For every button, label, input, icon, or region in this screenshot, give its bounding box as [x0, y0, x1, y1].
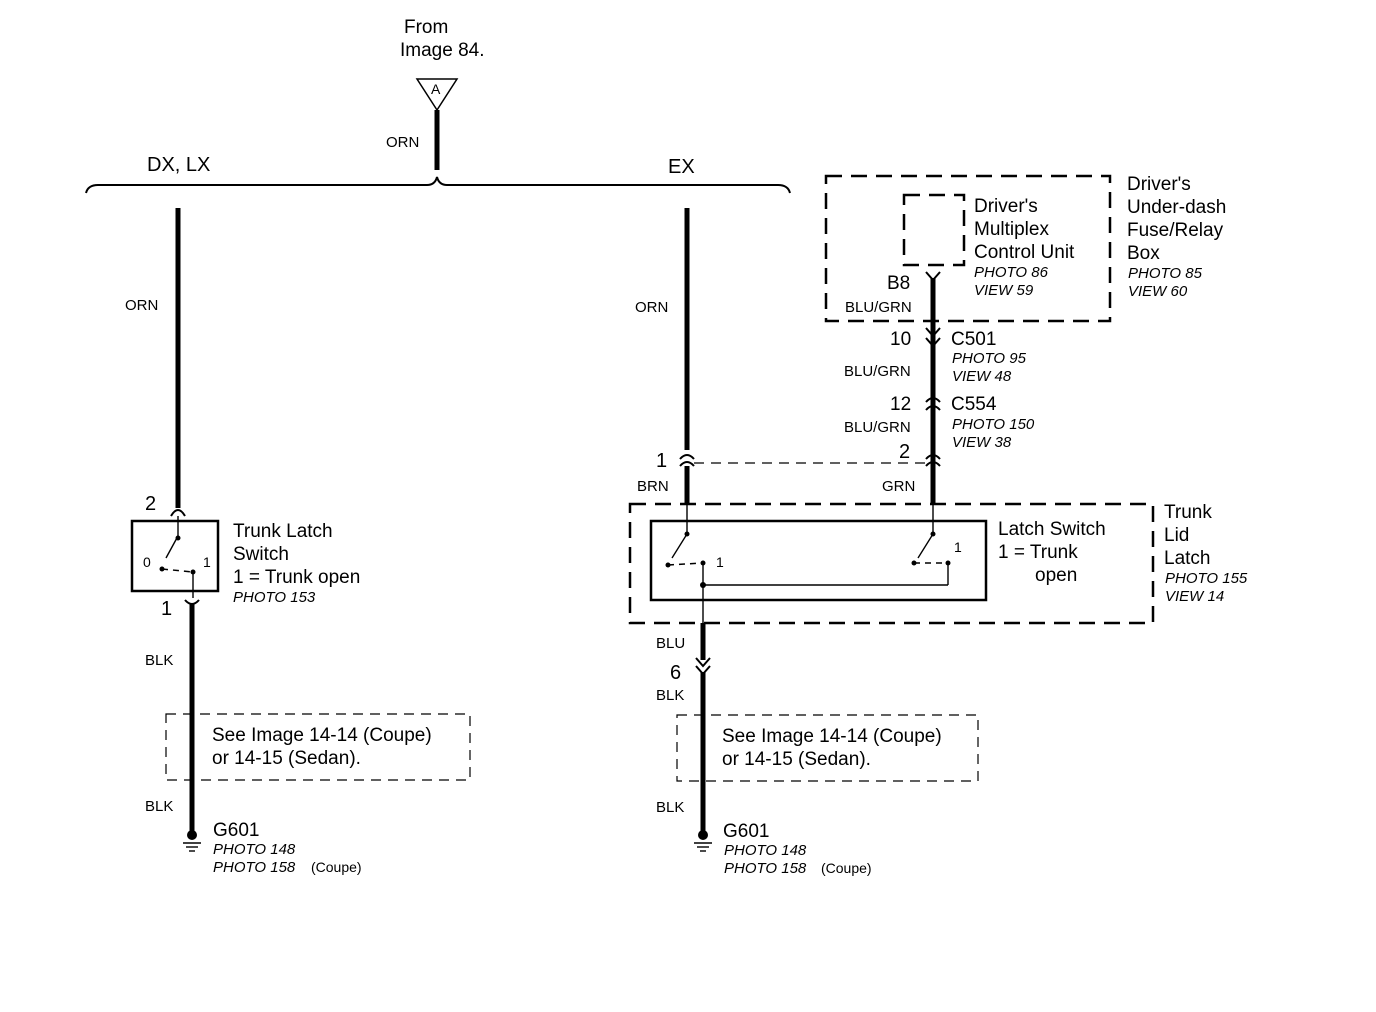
- fuse-box-photo: PHOTO 85: [1128, 265, 1203, 282]
- left-ground-photo1: PHOTO 148: [213, 841, 296, 858]
- control-unit-view: VIEW 59: [974, 282, 1034, 299]
- left-ground-icon: [183, 842, 201, 852]
- pin-6: 6: [670, 662, 681, 684]
- right-see-image-line2: or 14-15 (Sedan).: [722, 749, 871, 770]
- trunk-latch-switch-title-1: Trunk Latch: [233, 521, 333, 542]
- right-see-image-line1: See Image 14-14 (Coupe): [722, 726, 942, 747]
- trunk-latch-switch-note: 1 = Trunk open: [233, 567, 360, 588]
- blu-grn-label-1: BLU/GRN: [845, 299, 912, 316]
- left-orn-label: ORN: [125, 297, 158, 314]
- right-blk-label-2: BLK: [656, 799, 684, 816]
- left-pin-top: 2: [145, 493, 156, 515]
- blu-grn-label-3: BLU/GRN: [844, 419, 911, 436]
- fuse-box-line1: Driver's: [1127, 174, 1191, 195]
- right-ground-dot: [698, 830, 708, 840]
- trunk-latch-switch-photo: PHOTO 153: [233, 589, 316, 606]
- left-ground-photo2-note: (Coupe): [311, 859, 362, 875]
- left-see-image-line1: See Image 14-14 (Coupe): [212, 725, 432, 746]
- latch-switch-note-1: 1 = Trunk: [998, 542, 1078, 563]
- multiplex-control-unit-box: [902, 193, 966, 267]
- trunk-lid-line2: Lid: [1164, 525, 1189, 546]
- fuse-relay-box: [824, 174, 1112, 323]
- c554-connector: [925, 397, 941, 411]
- left-see-image-line2: or 14-15 (Sedan).: [212, 748, 361, 769]
- blu-label: BLU: [656, 635, 685, 652]
- fuse-box-line2: Under-dash: [1127, 197, 1226, 218]
- connector-a-letter: A: [431, 81, 441, 97]
- right-ground-photo1: PHOTO 148: [724, 842, 807, 859]
- branch-brace: DX, LX EX: [85, 154, 791, 194]
- control-unit-photo: PHOTO 86: [974, 264, 1049, 281]
- trunk-lid-view: VIEW 14: [1165, 588, 1224, 605]
- brn-label: BRN: [637, 478, 669, 495]
- c501-name: C501: [951, 329, 996, 350]
- left-pin-bottom: 1: [161, 598, 172, 620]
- latch-switch-box: [649, 519, 988, 602]
- right-circuit: ORN Driver's Multiplex Control Unit PHOT…: [628, 174, 1248, 877]
- connector-a-triangle: [415, 78, 459, 112]
- control-unit-line3: Control Unit: [974, 242, 1075, 263]
- trunk-lid-latch-box: [628, 502, 1155, 625]
- right-orn-label: ORN: [635, 299, 668, 316]
- branch-right-label: EX: [668, 156, 695, 178]
- control-unit-line2: Multiplex: [974, 219, 1049, 240]
- fuse-box-line4: Box: [1127, 243, 1160, 264]
- c501-photo: PHOTO 95: [952, 350, 1027, 367]
- left-switch-pos-1: 1: [203, 554, 211, 570]
- source-wire-color: ORN: [386, 134, 419, 151]
- left-ground-photo2: PHOTO 158: [213, 859, 296, 876]
- source-image-text: Image 84.: [400, 40, 485, 61]
- left-switch-pos-0: 0: [143, 554, 151, 570]
- control-unit-line1: Driver's: [974, 196, 1038, 217]
- trunk-lid-photo: PHOTO 155: [1165, 570, 1248, 587]
- c554-view: VIEW 38: [952, 434, 1012, 451]
- blu-grn-label-2: BLU/GRN: [844, 363, 911, 380]
- trunk-latch-switch-title-2: Switch: [233, 544, 289, 565]
- pin-b8: B8: [887, 273, 910, 294]
- right-ground-photo2: PHOTO 158: [724, 860, 807, 877]
- left-blk-label: BLK: [145, 652, 173, 669]
- c554-name: C554: [951, 394, 997, 415]
- branch-left-label: DX, LX: [147, 154, 210, 176]
- latch-switch-contacts: [665, 505, 951, 625]
- trunk-latch-switch-box: [130, 519, 220, 593]
- right-see-image-box: [676, 714, 979, 782]
- latch-switch-title: Latch Switch: [998, 519, 1106, 540]
- right-ground-photo2-note: (Coupe): [821, 860, 872, 876]
- c501-pin: 10: [890, 329, 911, 350]
- right-blk-label-1: BLK: [656, 687, 684, 704]
- left-blk-label-2: BLK: [145, 798, 173, 815]
- c501-view: VIEW 48: [952, 368, 1012, 385]
- c554-pin: 12: [890, 394, 911, 415]
- left-ground-name: G601: [213, 820, 259, 841]
- fuse-box-line3: Fuse/Relay: [1127, 220, 1224, 241]
- latch-pin-right: 2: [899, 441, 910, 463]
- source-connector: From Image 84. A ORN: [386, 17, 485, 170]
- pin-6-connector: [695, 657, 711, 676]
- trunk-lid-line3: Latch: [1164, 548, 1210, 569]
- trunk-lid-line1: Trunk: [1164, 502, 1212, 523]
- right-ground-icon: [694, 842, 712, 852]
- grn-label: GRN: [882, 478, 915, 495]
- latch-switch-note-2: open: [1035, 565, 1077, 586]
- c554-photo: PHOTO 150: [952, 416, 1035, 433]
- left-circuit: ORN 2 0 1 Trunk Latch Switch 1 = Trunk o…: [125, 208, 471, 876]
- c501-connector: [925, 327, 941, 348]
- left-connector-top: [170, 509, 186, 517]
- latch-connector-left: [679, 454, 695, 467]
- left-ground-dot: [187, 830, 197, 840]
- latch-connector-right: [925, 454, 941, 467]
- left-see-image-box: [165, 713, 471, 781]
- source-from-text: From: [404, 17, 448, 38]
- latch-pos-1-right: 1: [954, 539, 962, 555]
- latch-pos-1-left: 1: [716, 554, 724, 570]
- fuse-box-view: VIEW 60: [1128, 283, 1188, 300]
- latch-pin-left: 1: [656, 450, 667, 472]
- right-ground-name: G601: [723, 821, 769, 842]
